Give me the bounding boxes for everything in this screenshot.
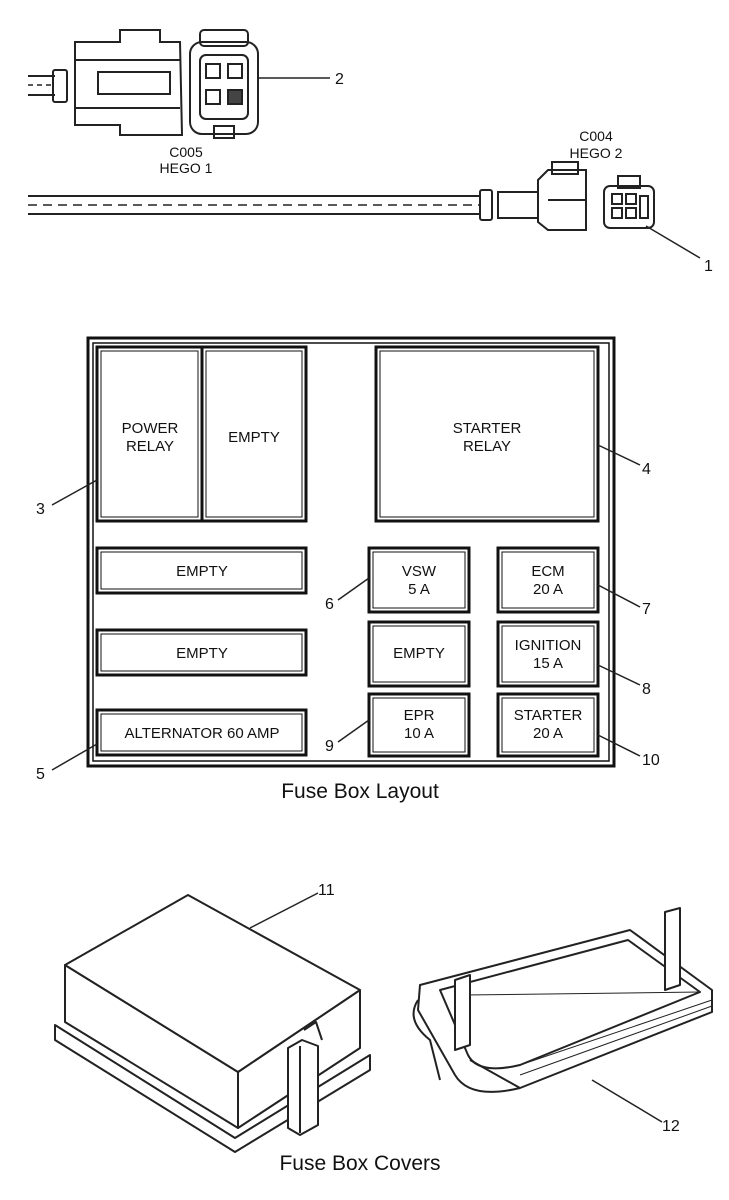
power-relay-line1: POWER — [122, 420, 179, 437]
ignition-line1: IGNITION — [515, 637, 582, 654]
callout-6: 6 — [325, 596, 334, 613]
ecm-line1: ECM — [531, 563, 564, 580]
starter-relay-line1: STARTER — [453, 420, 522, 437]
left-empty-1-label: EMPTY — [176, 563, 228, 580]
power-relay-line2: RELAY — [126, 438, 174, 455]
empty-relay-slot: EMPTY — [200, 345, 308, 523]
vsw-line2: 5 A — [408, 581, 430, 598]
leader-line-11 — [249, 892, 319, 929]
callout-2: 2 — [335, 71, 344, 88]
empty-relay-label: EMPTY — [228, 429, 280, 446]
leader-line-12 — [591, 1079, 663, 1123]
fuse-box-cover-12 — [412, 907, 713, 1093]
power-relay-slot: POWER RELAY — [95, 345, 204, 523]
leader-line-1 — [645, 225, 701, 259]
c004-name: HEGO 2 — [570, 145, 623, 161]
mid-empty-label: EMPTY — [393, 645, 445, 662]
hego-1-harness — [28, 29, 184, 136]
alternator-slot: ALTERNATOR 60 AMP — [95, 708, 308, 757]
starter-relay-slot: STARTER RELAY — [374, 345, 600, 523]
callout-10: 10 — [642, 752, 660, 769]
starter-line1: STARTER — [514, 707, 583, 724]
left-empty-2-label: EMPTY — [176, 645, 228, 662]
ignition-fuse-slot: IGNITION 15 A — [496, 620, 600, 688]
vsw-fuse-slot: VSW 5 A — [367, 546, 471, 614]
starter-fuse-slot: STARTER 20 A — [496, 692, 600, 758]
epr-line2: 10 A — [404, 725, 434, 742]
starter-line2: 20 A — [533, 725, 563, 742]
ecm-line2: 20 A — [533, 581, 563, 598]
vsw-line1: VSW — [402, 563, 437, 580]
c005-name: HEGO 1 — [160, 160, 213, 176]
c004-code: C004 — [579, 128, 613, 144]
hego-2-harness — [28, 161, 587, 231]
left-empty-slot-1: EMPTY — [95, 546, 308, 595]
ecm-fuse-slot: ECM 20 A — [496, 546, 600, 614]
callout-8: 8 — [642, 681, 651, 698]
callout-11: 11 — [318, 882, 335, 899]
epr-fuse-slot: EPR 10 A — [367, 692, 471, 758]
alternator-label: ALTERNATOR 60 AMP — [124, 725, 279, 742]
starter-relay-line2: RELAY — [463, 438, 511, 455]
fuse-box-covers-title: Fuse Box Covers — [279, 1152, 440, 1175]
callout-5: 5 — [36, 766, 45, 783]
ignition-line2: 15 A — [533, 655, 563, 672]
callout-3: 3 — [36, 501, 45, 518]
callout-4: 4 — [642, 461, 651, 478]
callout-12: 12 — [662, 1118, 680, 1135]
hego-2-connector-face — [603, 175, 655, 229]
c005-code: C005 — [169, 144, 203, 160]
callout-7: 7 — [642, 601, 651, 618]
callout-1: 1 — [704, 258, 713, 275]
hego-1-connector-face — [189, 29, 259, 139]
mid-empty-slot: EMPTY — [367, 620, 471, 688]
left-empty-slot-2: EMPTY — [95, 628, 308, 677]
epr-line1: EPR — [404, 707, 435, 724]
fuse-box-cover-11 — [54, 894, 371, 1153]
fuse-box-leader-lines — [51, 444, 641, 771]
fuse-box-frame — [86, 336, 616, 768]
callout-9: 9 — [325, 738, 334, 755]
fuse-box-layout-title: Fuse Box Layout — [281, 780, 439, 803]
